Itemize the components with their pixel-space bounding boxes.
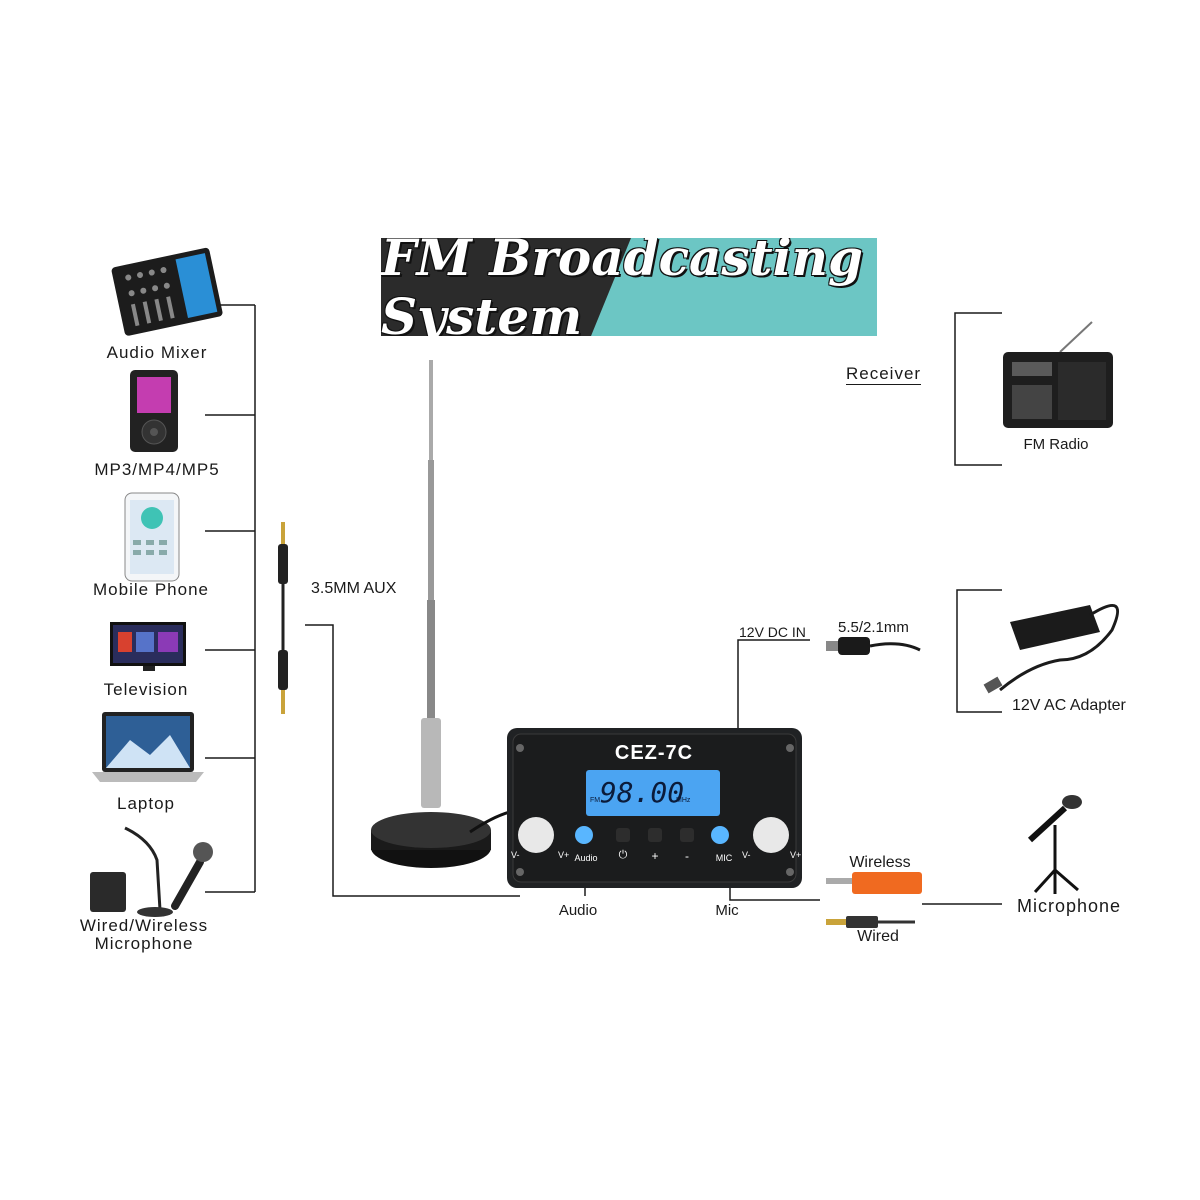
left-vol-plus-label: V+ bbox=[558, 850, 570, 860]
ac-adapter-label: 12V AC Adapter bbox=[1012, 697, 1126, 714]
plus-button-label[interactable]: + bbox=[651, 849, 659, 863]
plug-size-label: 5.5/2.1mm bbox=[838, 619, 909, 636]
source-label-wired-wireless: Wired/Wireless bbox=[79, 916, 209, 935]
ac-adapter-icon bbox=[983, 604, 1120, 694]
receiver-heading: Receiver bbox=[846, 364, 922, 385]
banner-background bbox=[381, 238, 877, 336]
microphone-stand-icon bbox=[1027, 795, 1082, 894]
banner-title: FM Broadcasting System bbox=[381, 238, 863, 336]
aux-cable-label: 3.5MM AUX bbox=[311, 580, 397, 597]
laptop-icon bbox=[92, 712, 204, 782]
wired-label: Wired bbox=[857, 928, 899, 945]
device-mic-label: MIC bbox=[715, 853, 733, 863]
television-icon bbox=[110, 622, 186, 671]
source-label-mobile-phone: Mobile Phone bbox=[93, 580, 209, 599]
microphone-label: Microphone bbox=[1016, 896, 1122, 916]
mobile-phone-icon bbox=[124, 492, 180, 582]
lcd-frequency: 98.00 bbox=[599, 776, 685, 809]
antenna-icon bbox=[371, 360, 521, 868]
lcd-fm-unit: FM bbox=[590, 797, 601, 804]
fm-radio-icon bbox=[1003, 321, 1113, 428]
dc-in-label: 12V DC IN bbox=[739, 624, 806, 640]
left-vol-minus-label: V- bbox=[511, 850, 520, 860]
right-vol-plus-label: V+ bbox=[790, 850, 802, 860]
right-vol-minus-label: V- bbox=[742, 850, 751, 860]
source-label-television: Television bbox=[103, 680, 189, 699]
mic-port-label: Mic bbox=[715, 902, 739, 919]
audio-mixer-icon bbox=[111, 247, 223, 336]
source-label-microphone: Microphone bbox=[94, 934, 194, 953]
source-label-audio-mixer: Audio Mixer bbox=[106, 343, 208, 362]
lcd-mhz-unit: MHz bbox=[676, 797, 691, 804]
device-model: CEZ-7C bbox=[614, 742, 694, 764]
minus-button-label[interactable]: - bbox=[685, 849, 689, 863]
mp3-player-icon bbox=[130, 370, 178, 452]
transmitter-device bbox=[507, 728, 802, 888]
source-label-mp3: MP3/MP4/MP5 bbox=[94, 460, 220, 479]
wired-jack-icon bbox=[826, 916, 915, 928]
title-banner: FM Broadcasting System bbox=[381, 238, 877, 336]
device-audio-label: Audio bbox=[574, 853, 598, 863]
source-label-laptop: Laptop bbox=[117, 794, 175, 813]
wireless-receiver-icon bbox=[826, 872, 922, 894]
wired-wireless-microphone-icon bbox=[90, 826, 213, 917]
power-icon[interactable]: ⏻ bbox=[618, 849, 628, 861]
fm-radio-label: FM Radio bbox=[1023, 436, 1089, 453]
source-bracket bbox=[205, 304, 1002, 905]
aux-cable-icon bbox=[278, 522, 288, 714]
wireless-label: Wireless bbox=[849, 854, 911, 871]
dc-plug-icon bbox=[826, 637, 921, 655]
audio-port-label: Audio bbox=[558, 902, 598, 919]
